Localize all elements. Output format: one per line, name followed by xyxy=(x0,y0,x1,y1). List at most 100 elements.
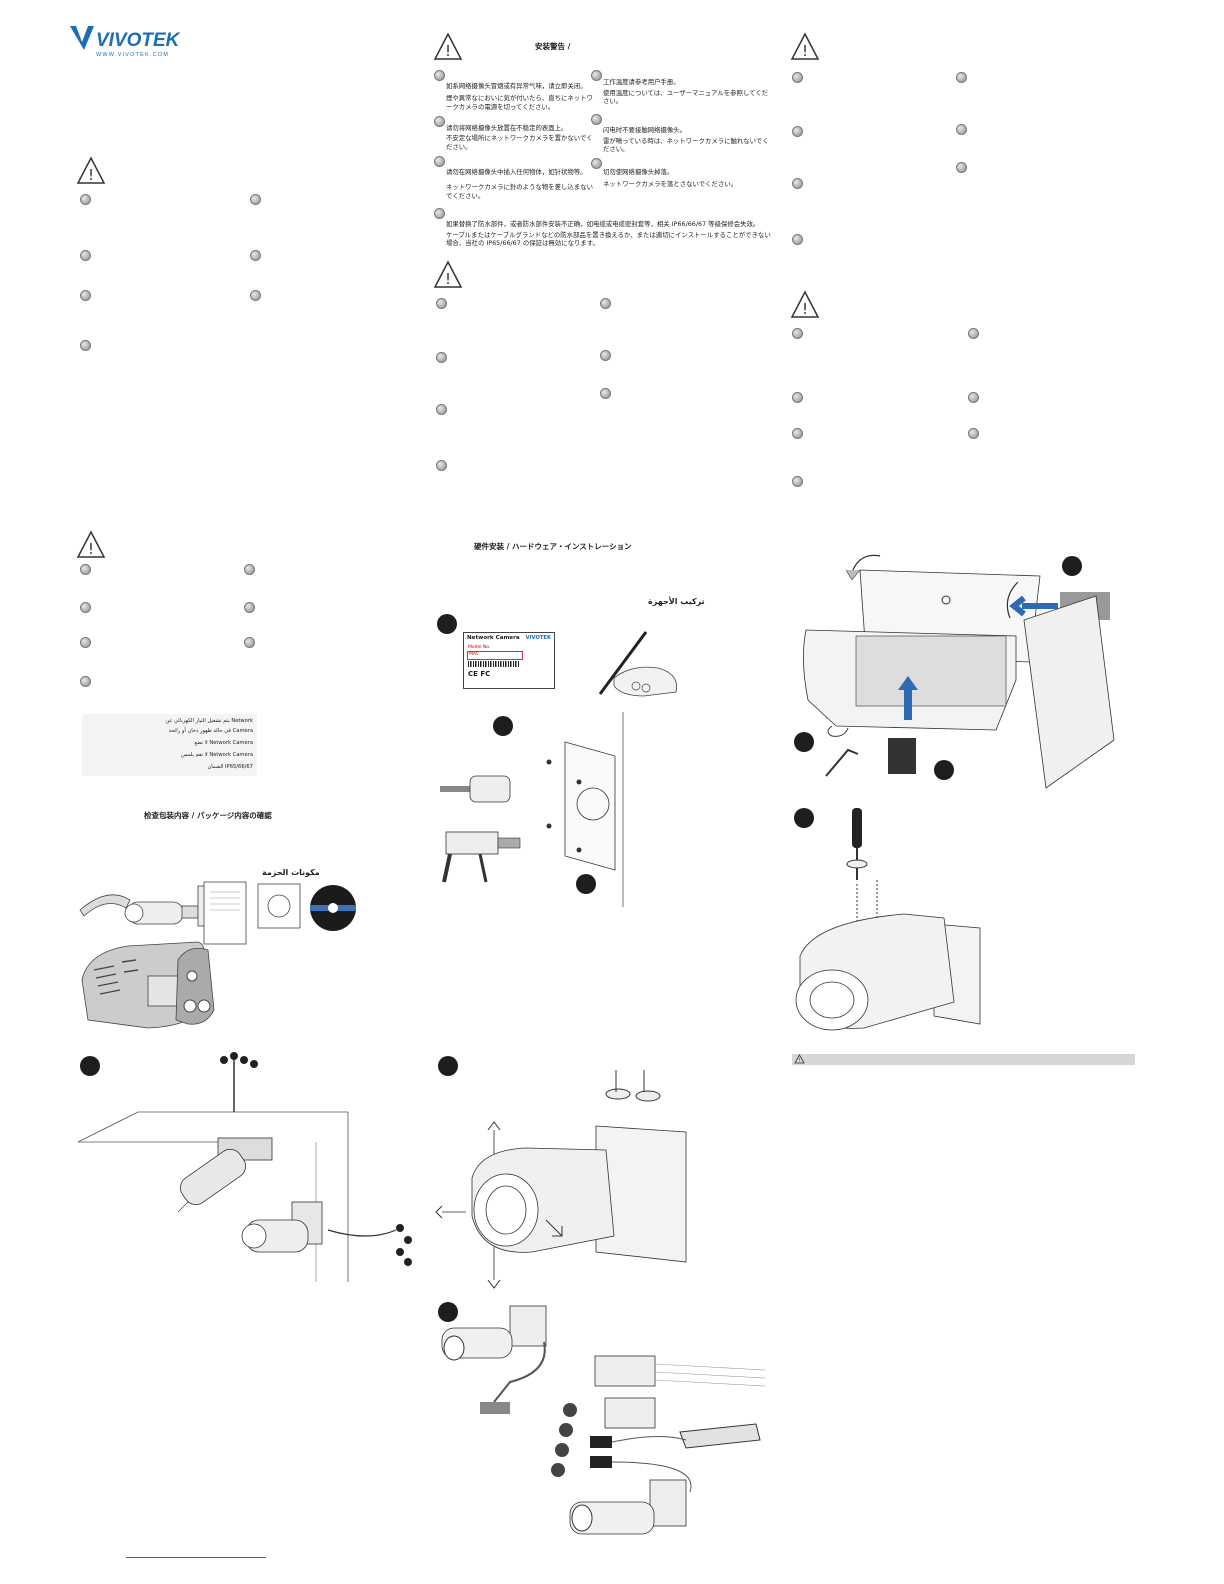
bullet-icon xyxy=(591,158,602,169)
safety-text: 切勿使网络摄像头掉落。 xyxy=(603,168,674,176)
step-number-icon xyxy=(934,760,954,780)
arabic-warnings: Network يتم تشغيل التيار الكهربائي عن Ca… xyxy=(82,714,257,776)
product-label-card: Network Camera VIVOTEK Model No. MAC CE … xyxy=(463,632,555,689)
step-number-icon xyxy=(80,1056,100,1076)
camera-screw-illustration xyxy=(794,806,986,1042)
safety-text: 場合、当社の IP65/66/67 の保証は無効になります。 xyxy=(446,239,599,247)
bullet-icon xyxy=(968,428,979,439)
bullet-icon xyxy=(80,250,91,261)
bullet-icon xyxy=(591,114,602,125)
safety-text: 工作温度请参考用户手册。 xyxy=(603,78,680,86)
bullet-icon xyxy=(956,72,967,83)
cable-connection-illustration xyxy=(440,1302,770,1554)
bullet-icon xyxy=(244,637,255,648)
step-number-icon xyxy=(438,1302,458,1322)
bullet-icon xyxy=(600,388,611,399)
bullet-icon xyxy=(434,156,445,167)
camera-open-cover-illustration xyxy=(796,540,1120,792)
bullet-icon xyxy=(80,564,91,575)
bullet-icon xyxy=(244,564,255,575)
warning-icon: ! xyxy=(433,32,463,62)
step-number-icon xyxy=(1062,556,1082,576)
bullet-icon xyxy=(956,124,967,135)
svg-text:!: ! xyxy=(88,166,94,184)
bullet-icon xyxy=(600,298,611,309)
pen-hand-illustration xyxy=(588,628,688,700)
bullet-icon xyxy=(968,328,979,339)
bullet-icon xyxy=(591,70,602,81)
svg-text:!: ! xyxy=(802,42,808,60)
svg-text:VIVOTEK: VIVOTEK xyxy=(96,30,181,51)
svg-text:WWW.VIVOTEK.COM: WWW.VIVOTEK.COM xyxy=(96,52,169,58)
bullet-icon xyxy=(436,298,447,309)
safety-text: ケーブルまたはケーブルグランドなどの防水部品を置き換えるか、または適切にインスト… xyxy=(446,231,771,239)
safety-text: ださい。 xyxy=(446,143,472,151)
bullet-icon xyxy=(80,637,91,648)
warning-icon: ! xyxy=(790,32,820,62)
safety-text: さい。 xyxy=(603,97,623,105)
step-number-icon xyxy=(438,1056,458,1076)
warning-icon: ! xyxy=(76,530,106,560)
bullet-icon xyxy=(80,290,91,301)
label-title: Network Camera xyxy=(467,635,520,641)
bullet-icon xyxy=(792,476,803,487)
safety-text: 雷が鳴っている時は、ネットワークカメラに触れないでく xyxy=(603,137,769,145)
label-marks: CE FC xyxy=(468,670,491,678)
safety-text: 如系网络摄像头冒烟或有异常气味，请立即关闭。 xyxy=(446,82,587,90)
bullet-icon xyxy=(968,392,979,403)
bullet-icon xyxy=(956,162,967,173)
warning-icon: ! xyxy=(76,156,106,186)
bullet-icon xyxy=(792,428,803,439)
safety-text: でください。 xyxy=(446,192,485,200)
step-number-icon xyxy=(576,874,596,894)
bullet-icon xyxy=(792,72,803,83)
bullet-icon xyxy=(436,404,447,415)
bullet-icon xyxy=(80,340,91,351)
safety-text: 请勿在网络摄像头中插入任何物体，如针状物等。 xyxy=(446,168,587,176)
install-heading: 硬件安装 / ハードウェア・インストレーション xyxy=(474,542,632,551)
bullet-icon xyxy=(434,208,445,219)
bullet-icon xyxy=(250,250,261,261)
svg-text:!: ! xyxy=(88,540,94,558)
arabic-line: Camera في حالة ظهور دخان أو رائحة xyxy=(168,728,253,734)
bullet-icon xyxy=(244,602,255,613)
safety-text: ださい。 xyxy=(603,145,629,153)
drill-illustration xyxy=(440,762,530,884)
safety-text: 煙や異常なにおいに気が付いたら、直ちにネットワ xyxy=(446,94,593,102)
bullet-icon xyxy=(80,676,91,687)
step-number-icon xyxy=(437,614,457,634)
svg-text:!: ! xyxy=(802,300,808,318)
safety-text: 不安定な場所にネットワークカメラを置かないでく xyxy=(446,134,593,142)
camera-bracket-illustration xyxy=(435,1066,692,1292)
bullet-icon xyxy=(792,392,803,403)
bullet-icon xyxy=(792,234,803,245)
safety-text: 闪电时不要接触网络摄像头。 xyxy=(603,126,687,134)
bullet-icon xyxy=(436,460,447,471)
vivotek-logo: VIVOTEK WWW.VIVOTEK.COM xyxy=(66,22,181,60)
safety-text: ネットワークカメラを落とさないでください。 xyxy=(603,180,738,188)
bullet-icon xyxy=(250,194,261,205)
step-number-icon xyxy=(493,716,513,736)
footer-link-underline[interactable] xyxy=(126,1557,266,1558)
wall-template-illustration xyxy=(535,712,635,907)
package-contents-illustration xyxy=(78,880,368,1035)
bullet-icon xyxy=(434,116,445,127)
arabic-line: Network Camera لا تقم بلمس xyxy=(181,752,253,758)
warning-icon: ! xyxy=(790,290,820,320)
bullet-icon xyxy=(792,328,803,339)
barcode xyxy=(468,661,520,667)
svg-text:!: ! xyxy=(798,1058,800,1064)
mounting-illustration xyxy=(77,1052,428,1282)
svg-text:!: ! xyxy=(445,270,451,288)
bullet-icon xyxy=(792,126,803,137)
safety-text: 如果替换了防水部件，或者防水部件安装不正确，如电缆或电缆密封套等，相关 IP66… xyxy=(446,220,760,228)
safety-heading: 安装警告 / xyxy=(535,42,571,51)
label-brand: VIVOTEK xyxy=(525,635,551,641)
warning-icon: ! xyxy=(433,260,463,290)
safety-text: 使用温度については、ユーザーマニュアルを参照してくだ xyxy=(603,89,769,97)
step-number-icon xyxy=(794,808,814,828)
step-number-icon xyxy=(794,732,814,752)
arabic-line: IP65/66/67 الضمان xyxy=(207,764,253,770)
bullet-icon xyxy=(600,350,611,361)
install-heading-arabic: تركيب الأجهزة xyxy=(648,597,705,606)
